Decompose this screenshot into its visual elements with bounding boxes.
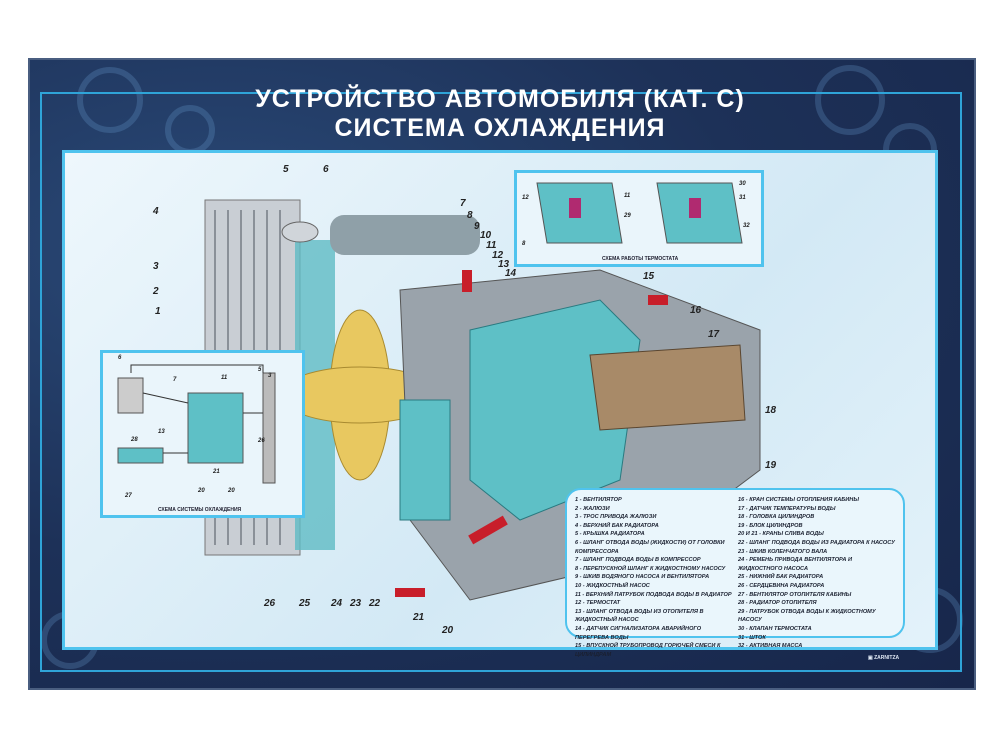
poster-title: УСТРОЙСТВО АВТОМОБИЛЯ (КАТ. С)	[255, 85, 745, 113]
callout-4: 4	[153, 206, 159, 217]
callout-11: 11	[486, 240, 497, 251]
callout-3: 3	[153, 261, 159, 272]
legend-item: 12 - ТЕРМОСТАТ	[575, 600, 621, 607]
upper-hose	[330, 215, 480, 255]
callout-21: 21	[413, 612, 425, 623]
callout-19: 19	[765, 460, 777, 471]
legend-item: 26 - СЕРДЦЕВИНА РАДИАТОРА	[738, 582, 825, 589]
legend-item: 16 - КРАН СИСТЕМЫ ОТОПЛЕНИЯ КАБИНЫ	[738, 497, 859, 503]
callout-24: 24	[331, 598, 343, 609]
callout-13: 13	[498, 259, 510, 270]
label: 11	[221, 375, 228, 381]
thermostat-illustration	[536, 182, 743, 244]
cooling-system-scheme-inset: 6 5 7 11 3 13 28 26 21 27 20 20 СХЕМА СИ…	[100, 350, 305, 518]
legend-item: 30 - КЛАПАН ТЕРМОСТАТА	[738, 625, 812, 632]
label: 3	[268, 373, 272, 379]
callout-16: 16	[690, 305, 702, 316]
legend-item: 23 - ШКИВ КОЛЕНЧАТОГО ВАЛА	[738, 548, 828, 555]
legend-right-column: 16 - КРАН СИСТЕМЫ ОТОПЛЕНИЯ КАБИНЫ 17 - …	[738, 496, 895, 649]
label: 30	[739, 181, 746, 187]
drain-valves	[395, 270, 668, 597]
legend-item: 3 - ТРОС ПРИВОДА ЖАЛЮЗИ	[575, 514, 657, 521]
callout-18: 18	[765, 405, 777, 416]
callout-5: 5	[283, 164, 289, 175]
label: 27	[125, 493, 132, 499]
callout-2: 2	[153, 286, 159, 297]
legend-item: 15 - ВПУСКНОЙ ТРУБОПРОВОД ГОРЮЧЕЙ СМЕСИ …	[575, 643, 721, 658]
cooling-system-illustration	[117, 364, 276, 484]
legend-item: 32 - АКТИВНАЯ МАССА	[738, 643, 803, 650]
legend-item: 31 - ШТОК	[738, 634, 766, 641]
callout-1: 1	[155, 306, 161, 317]
legend-item: 10 - ЖИДКОСТНЫЙ НАСОС	[575, 582, 650, 589]
label: 32	[743, 223, 750, 229]
label: 21	[213, 469, 220, 475]
label: 28	[131, 437, 138, 443]
thermostat-caption: СХЕМА РАБОТЫ ТЕРМОСТАТА	[602, 256, 679, 262]
legend-item: 9 - ШКИВ ВОДЯНОГО НАСОСА И ВЕНТИЛЯТОРА	[575, 574, 710, 581]
label: 8	[522, 241, 526, 247]
callout-22: 22	[369, 598, 381, 609]
callout-23: 23	[350, 598, 362, 609]
callout-26: 26	[264, 598, 276, 609]
callout-8: 8	[467, 210, 473, 221]
legend-left-column: 1 - ВЕНТИЛЯТОР 2 - ЖАЛЮЗИ 3 - ТРОС ПРИВО…	[575, 496, 732, 658]
label: 26	[258, 438, 265, 444]
thermostat-scheme-inset: 12 11 29 8 30 31 32 СХЕМА РАБОТЫ ТЕРМОСТ…	[514, 170, 764, 267]
callout-12: 12	[492, 250, 504, 261]
legend-item: 2 - ЖАЛЮЗИ	[575, 505, 610, 512]
legend-item: 14 - ДАТЧИК СИГНАЛИЗАТОРА АВАРИЙНОГО ПЕР…	[575, 625, 702, 641]
legend-item: 18 - ГОЛОВКА ЦИЛИНДРОВ	[738, 514, 815, 521]
legend-item: 6 - ШЛАНГ ОТВОДА ВОДЫ (ЖИДКОСТИ) ОТ ГОЛО…	[575, 539, 725, 555]
legend-item: 22 - ШЛАНГ ПОДВОДА ВОДЫ ИЗ РАДИАТОРА К Н…	[738, 539, 895, 546]
callout-15: 15	[643, 271, 655, 282]
label: 6	[118, 355, 122, 361]
system-caption: СХЕМА СИСТЕМЫ ОХЛАЖДЕНИЯ	[158, 507, 242, 513]
label: 5	[258, 367, 262, 373]
legend: 1 - ВЕНТИЛЯТОР 2 - ЖАЛЮЗИ 3 - ТРОС ПРИВО…	[565, 488, 905, 658]
label: 31	[739, 195, 746, 201]
legend-item: 24 - РЕМЕНЬ ПРИВОДА ВЕНТИЛЯТОРА И ЖИДКОС…	[738, 557, 853, 572]
callout-10: 10	[480, 230, 492, 241]
legend-item: 27 - ВЕНТИЛЯТОР ОТОПИТЕЛЯ КАБИНЫ	[738, 591, 852, 598]
legend-item: 13 - ШЛАНГ ОТВОДА ВОДЫ ИЗ ОТОПИТЕЛЯ В ЖИ…	[575, 608, 704, 624]
legend-item: 28 - РАДИАТОР ОТОПИТЕЛЯ	[738, 600, 817, 607]
poster-subtitle: СИСТЕМА ОХЛАЖДЕНИЯ	[334, 114, 666, 142]
legend-item: 19 - БЛОК ЦИЛИНДРОВ	[738, 522, 803, 529]
label: 29	[624, 213, 631, 219]
legend-item: 5 - КРЫШКА РАДИАТОРА	[575, 531, 645, 538]
callout-20: 20	[442, 625, 454, 636]
callout-14: 14	[505, 268, 517, 279]
legend-item: 4 - ВЕРХНИЙ БАК РАДИАТОРА	[575, 522, 659, 529]
callout-9: 9	[474, 221, 480, 232]
legend-item: 1 - ВЕНТИЛЯТОР	[575, 497, 622, 503]
callout-25: 25	[299, 598, 311, 609]
legend-item: 29 - ПАТРУБОК ОТВОДА ВОДЫ К ЖИДКОСТНОМУ …	[738, 608, 876, 624]
label: 11	[624, 193, 631, 199]
callout-6: 6	[323, 164, 329, 175]
logo-text: ZARNITZA	[874, 655, 900, 661]
label: 12	[522, 195, 529, 201]
label: 20	[228, 488, 235, 494]
poster-frame	[40, 92, 962, 672]
legend-item: 11 - ВЕРХНИЙ ПАТРУБОК ПОДВОДА ВОДЫ В РАД…	[575, 591, 732, 598]
label: 13	[158, 429, 165, 435]
publisher-logo: ▣ ZARNITZA	[868, 655, 900, 661]
label: 20	[198, 488, 205, 494]
label: 7	[173, 377, 177, 383]
legend-item: 25 - НИЖНИЙ БАК РАДИАТОРА	[738, 574, 824, 581]
callout-17: 17	[708, 329, 720, 340]
callout-7: 7	[460, 198, 466, 209]
radiator-cap	[281, 221, 319, 243]
legend-item: 8 - ПЕРЕПУСКНОЙ ШЛАНГ К ЖИДКОСТНОМУ НАСО…	[575, 565, 726, 572]
legend-item: 20 И 21 - КРАНЫ СЛИВА ВОДЫ	[738, 531, 824, 538]
legend-item: 17 - ДАТЧИК ТЕМПЕРАТУРЫ ВОДЫ	[738, 505, 836, 512]
legend-item: 7 - ШЛАНГ ПОДВОДА ВОДЫ В КОМПРЕССОР	[575, 557, 701, 564]
